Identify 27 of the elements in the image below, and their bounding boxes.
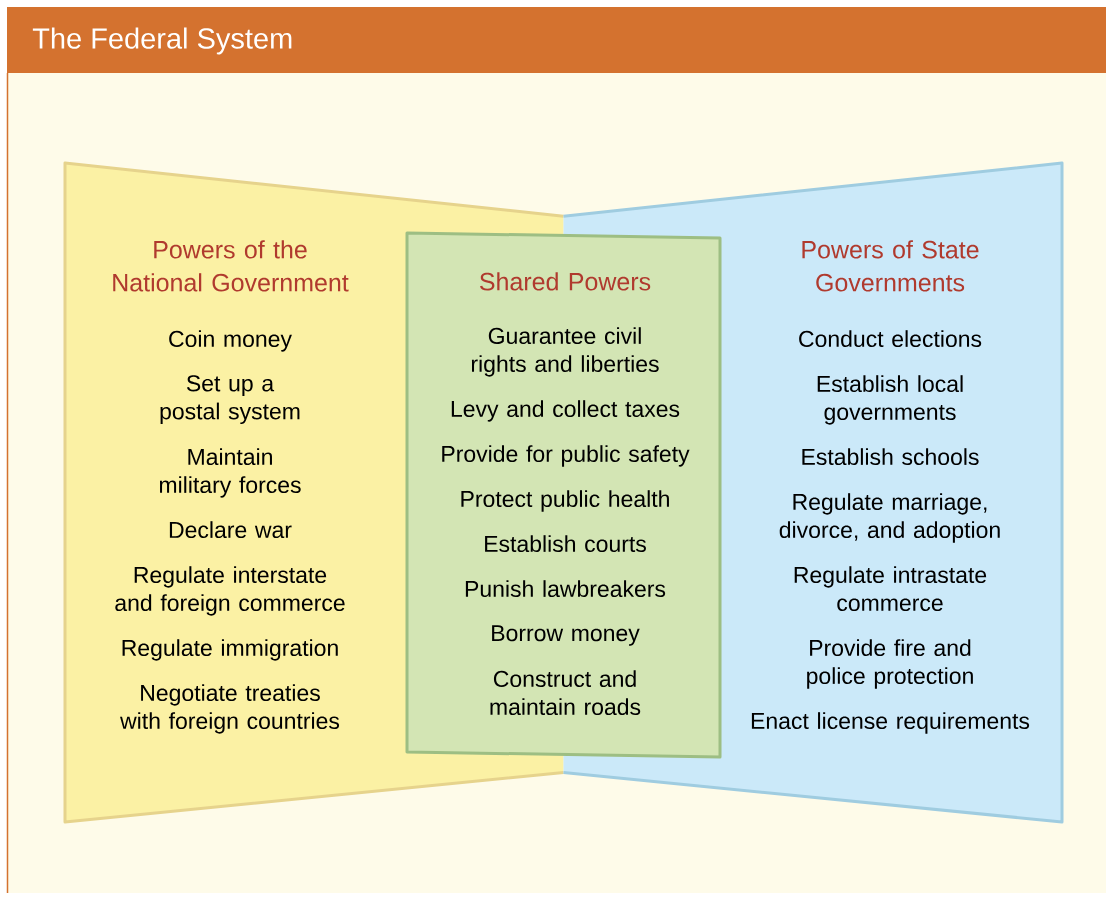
- power-item: Guarantee civil rights and liberties: [471, 327, 659, 377]
- power-item: Maintain military forces: [159, 448, 301, 498]
- power-item: Coin money: [169, 330, 292, 352]
- column-heading: Powers of the National Government: [113, 240, 349, 292]
- power-item: Regulate marriage, divorce, and adoption: [779, 493, 1000, 543]
- power-item: Levy and collect taxes: [451, 400, 680, 422]
- power-item: Provide fire and police protection: [807, 639, 973, 689]
- power-item: Regulate interstate and foreign commerce: [115, 566, 345, 616]
- power-item: Declare war: [169, 521, 292, 539]
- power-item: Enact license requirements: [751, 712, 1030, 734]
- power-item: Borrow money: [492, 625, 640, 646]
- column-heading: Shared Powers: [480, 272, 651, 291]
- venn-panel: [405, 231, 722, 759]
- title-band: The Federal System: [7, 7, 1106, 73]
- power-item: Establish schools: [802, 448, 979, 466]
- power-item: Regulate intrastate commerce: [794, 566, 987, 612]
- column-heading: Powers of State Governments: [802, 240, 979, 292]
- power-item: Regulate immigration: [122, 639, 338, 661]
- power-item: Conduct elections: [799, 330, 982, 348]
- power-item: Set up a postal system: [160, 375, 300, 424]
- power-item: Construct and maintain roads: [490, 670, 641, 716]
- power-item: Establish local governments: [817, 375, 963, 425]
- power-item: Negotiate treaties with foreign countries: [120, 684, 340, 734]
- power-item: Protect public health: [461, 490, 669, 512]
- power-item: Provide for public safety: [442, 445, 690, 467]
- power-item: Punish lawbreakers: [465, 580, 666, 598]
- power-item: Establish courts: [485, 535, 646, 553]
